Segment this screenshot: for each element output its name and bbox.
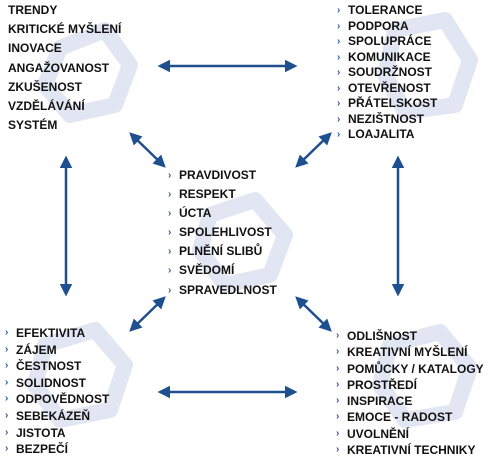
- chevron-right-icon: ›: [337, 98, 341, 109]
- chevron-right-icon: ›: [5, 426, 9, 438]
- watermark-shape-center: [192, 192, 293, 293]
- chevron-right-icon: ›: [336, 378, 340, 390]
- watermark-shape-bottom-left: [27, 322, 133, 428]
- list-item: ›SPRAVEDLNOST: [167, 281, 277, 300]
- list-item: ›PROSTŘEDÍ: [336, 377, 418, 392]
- list-item: ›LOAJALITA: [337, 127, 415, 141]
- chevron-right-icon: ›: [336, 444, 340, 456]
- watermark-shape-top-left: [37, 22, 138, 123]
- arrow-diagonal-bottom-right: [295, 296, 332, 332]
- chevron-right-icon: ›: [337, 129, 341, 140]
- list-item: ›PODPORA: [337, 18, 409, 33]
- list-item: ›PRAVDIVOST: [167, 166, 277, 185]
- center-list: ›PRAVDIVOST ›RESPEKT ›ÚCTA ›SPOLEHLIVOST…: [167, 166, 277, 300]
- list-item: ›ODLIŠNOST: [336, 329, 418, 343]
- list-item: ›SPOLUPRÁCE: [337, 34, 432, 48]
- chevron-right-icon: ›: [337, 5, 341, 16]
- chevron-right-icon: ›: [337, 36, 341, 47]
- list-item: ›KREATIVNÍ MYŠLENÍ: [336, 345, 468, 360]
- list-item: ›SOUDRŽNOST: [337, 65, 432, 79]
- list-item: ›PŘÁTELSKOST: [337, 96, 438, 110]
- chevron-right-icon: ›: [336, 346, 340, 358]
- list-item: ›NEZIŠTNOST: [337, 111, 425, 126]
- top-right-list: ›TOLERANCE ›PODPORA ›SPOLUPRÁCE ›KOMUNIK…: [336, 3, 437, 143]
- chevron-right-icon: ›: [336, 395, 340, 407]
- chevron-right-icon: ›: [168, 208, 172, 220]
- list-item: ›KOMUNIKACE: [337, 49, 431, 64]
- chevron-right-icon: ›: [5, 376, 9, 388]
- list-item: ›KRITICKÉ MYŠLENÍ: [0, 20, 121, 39]
- list-item: ›TOLERANCE: [337, 3, 423, 17]
- list-item: ›UVOLNĚNÍ: [336, 426, 410, 441]
- list-item: ›ÚCTA: [167, 204, 277, 223]
- chevron-right-icon: ›: [337, 113, 341, 125]
- list-item: ›KREATIVNÍ TECHNIKY: [336, 443, 476, 458]
- list-item: ›ANGAŽOVANOST: [0, 59, 121, 78]
- list-item: ›OTEVŘENOST: [337, 80, 431, 95]
- arrow-diagonal-bottom-left: [129, 296, 166, 332]
- arrow-diagonal-top-left: [129, 132, 166, 168]
- chevron-right-icon: ›: [5, 360, 9, 372]
- chevron-right-icon: ›: [336, 330, 340, 341]
- watermark-shape-top-right: [377, 12, 478, 120]
- chevron-right-icon: ›: [336, 411, 340, 423]
- bottom-right-list: ›ODLIŠNOST ›KREATIVNÍ MYŠLENÍ ›POMŮCKY /…: [335, 328, 484, 458]
- top-left-list: ›TRENDY ›KRITICKÉ MYŠLENÍ ›INOVACE ›ANGA…: [0, 1, 121, 135]
- chevron-right-icon: ›: [337, 20, 341, 32]
- list-item: ›PLNĚNÍ SLIBŮ: [167, 242, 277, 261]
- bottom-left-list: ›EFEKTIVITA ›ZÁJEM ›ČESTNOST ›SOLIDNOST …: [4, 325, 109, 458]
- chevron-right-icon: ›: [168, 227, 172, 239]
- list-item: ›SPOLEHLIVOST: [167, 223, 277, 242]
- list-item: ›JISTOTA: [5, 425, 66, 440]
- chevron-right-icon: ›: [337, 82, 341, 94]
- chevron-right-icon: ›: [337, 51, 341, 63]
- list-item: ›EMOCE - RADOST: [336, 410, 453, 425]
- list-item: ›INSPIRACE: [336, 394, 413, 409]
- list-item: ›INOVACE: [0, 39, 121, 58]
- chevron-right-icon: ›: [5, 409, 9, 421]
- list-item: ›BEZPEČÍ: [5, 442, 69, 457]
- list-item: ›ČESTNOST: [5, 359, 82, 374]
- list-item: ›ZÁJEM: [5, 342, 57, 357]
- list-item: ›ODPOVĚDNOST: [5, 392, 110, 407]
- list-item: ›POMŮCKY / KATALOGY: [336, 361, 484, 376]
- watermark-shape-bottom-right: [372, 324, 478, 428]
- chevron-right-icon: ›: [337, 67, 341, 78]
- chevron-right-icon: ›: [336, 427, 340, 439]
- chevron-right-icon: ›: [168, 170, 172, 181]
- list-item: ›ZKUŠENOST: [0, 78, 121, 97]
- chevron-right-icon: ›: [5, 443, 9, 455]
- list-item: ›SOLIDNOST: [5, 375, 87, 390]
- chevron-right-icon: ›: [168, 189, 172, 201]
- chevron-right-icon: ›: [336, 362, 340, 374]
- list-item: ›VZDĚLÁVÁNÍ: [0, 97, 121, 116]
- chevron-right-icon: ›: [5, 343, 9, 355]
- list-item: ›EFEKTIVITA: [5, 326, 86, 340]
- list-item: ›SVĚDOMÍ: [167, 261, 277, 280]
- chevron-right-icon: ›: [5, 327, 9, 338]
- list-item: ›RESPEKT: [167, 185, 277, 204]
- chevron-right-icon: ›: [168, 246, 172, 258]
- list-item: ›SYSTÉM: [0, 116, 121, 135]
- arrow-diagonal-top-right: [295, 132, 332, 168]
- chevron-right-icon: ›: [168, 284, 172, 296]
- list-item: ›SEBEKÁZEŇ: [5, 408, 91, 423]
- chevron-right-icon: ›: [5, 393, 9, 405]
- list-item: ›TRENDY: [0, 1, 121, 20]
- chevron-right-icon: ›: [168, 265, 172, 277]
